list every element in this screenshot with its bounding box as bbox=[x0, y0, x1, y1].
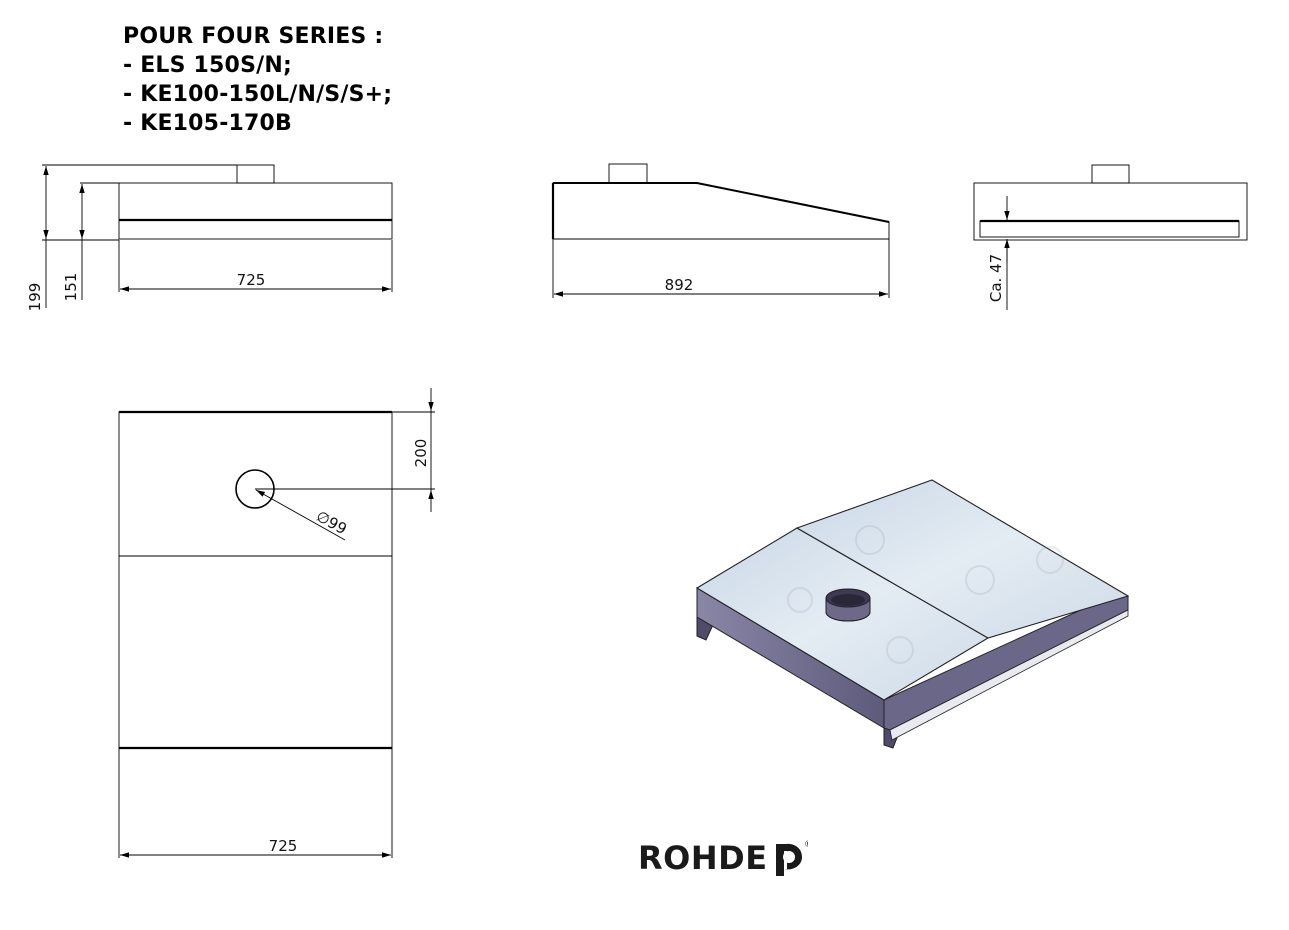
top-diameter-label: ∅99 bbox=[313, 507, 350, 538]
top-view: 200 ∅99 725 bbox=[118, 388, 435, 858]
top-diameter-leader bbox=[255, 489, 346, 541]
front-view: 199 151 725 bbox=[26, 164, 393, 312]
rear-hood-body bbox=[973, 182, 1248, 241]
registered-mark: ® bbox=[804, 840, 808, 850]
top-outlet-offset-label: 200 bbox=[412, 439, 430, 468]
heading-title: POUR FOUR SERIES : bbox=[123, 24, 384, 49]
rear-view: Ca. 47 bbox=[973, 164, 1248, 310]
rohde-emblem-icon: ® bbox=[775, 840, 808, 876]
iso-rear-top-face bbox=[795, 479, 1130, 639]
top-width-label: 725 bbox=[269, 837, 298, 855]
front-width-label: 725 bbox=[237, 271, 266, 289]
brand-name: ROHDE bbox=[638, 839, 768, 877]
isometric-view bbox=[695, 479, 1130, 749]
front-total-height-label: 199 bbox=[26, 283, 44, 312]
side-view: 892 bbox=[551, 163, 890, 298]
rohde-logo: ROHDE ® bbox=[638, 836, 808, 880]
front-outlet-stub bbox=[236, 164, 275, 184]
model-line-2: - KE100-150L/N/S/S+; bbox=[123, 82, 393, 107]
side-depth-label: 892 bbox=[665, 276, 694, 294]
rear-clearance-label: Ca. 47 bbox=[987, 254, 1005, 302]
model-line-1: - ELS 150S/N; bbox=[123, 53, 292, 78]
front-hood-body bbox=[118, 182, 393, 240]
model-heading: POUR FOUR SERIES : - ELS 150S/N; - KE100… bbox=[123, 22, 392, 138]
top-hood-outline bbox=[118, 411, 393, 749]
rear-filter-slot bbox=[979, 220, 1240, 238]
rear-outlet-stub bbox=[1091, 164, 1130, 184]
side-outlet-stub bbox=[608, 163, 648, 184]
front-body-height-label: 151 bbox=[62, 273, 80, 302]
model-line-3: - KE105-170B bbox=[123, 111, 293, 136]
